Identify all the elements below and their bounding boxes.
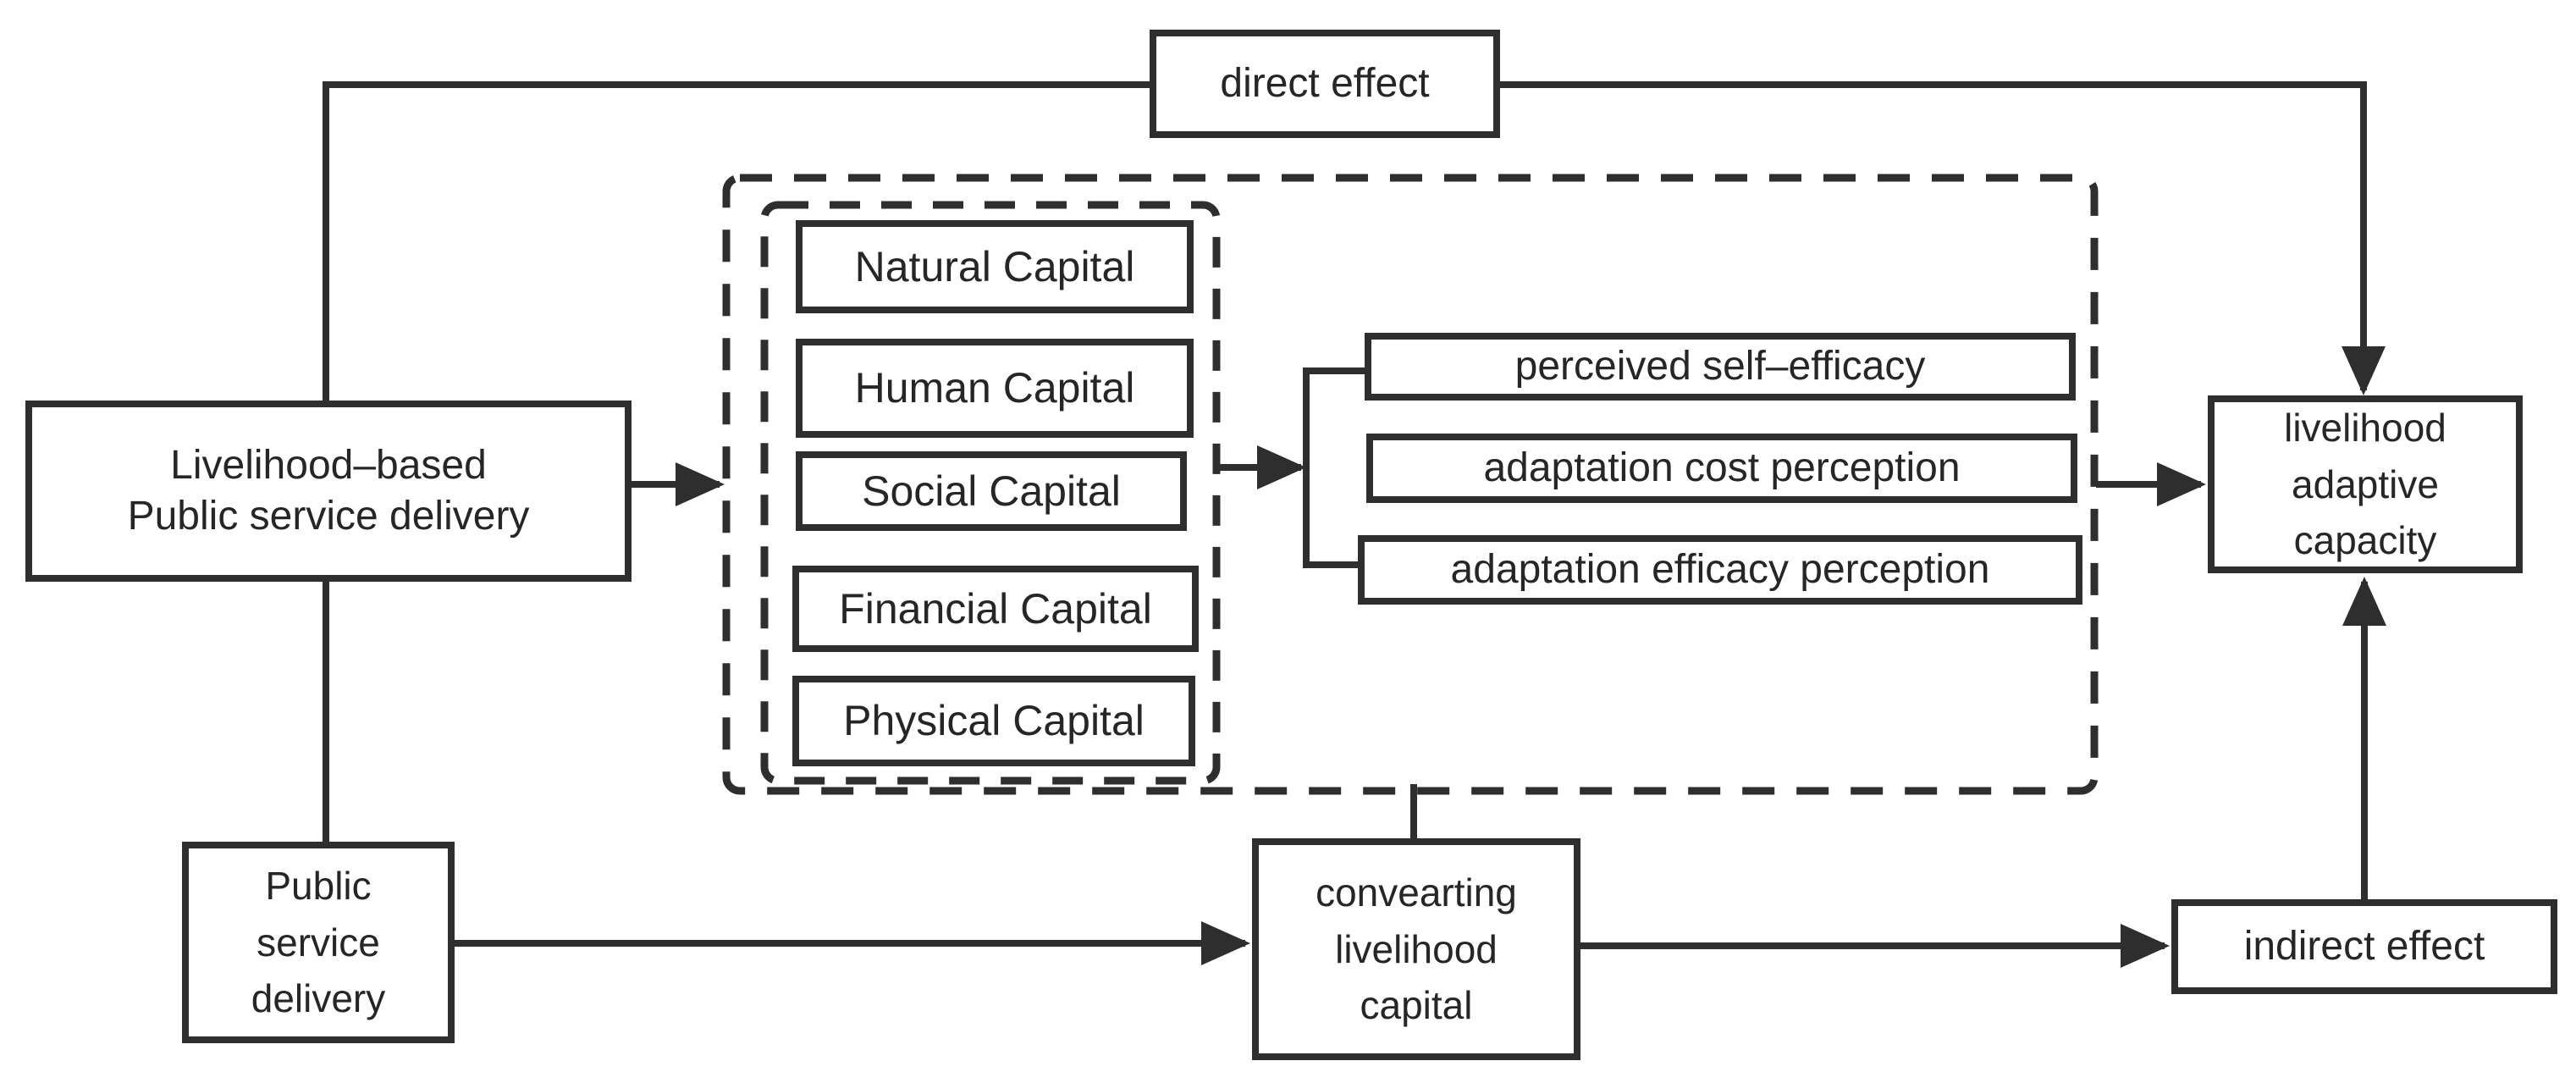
livelihood-psd-line2: Public service delivery [127,494,530,539]
public-service-delivery-box: Public service delivery [182,842,455,1043]
perceptions-bracket [1303,367,1365,568]
indirect-effect-label: indirect effect [2243,924,2485,969]
human-capital-box: Human Capital [796,339,1194,438]
natural-capital-label: Natural Capital [854,242,1135,290]
livelihood-adaptive-capacity-box: livelihood adaptive capacity [2208,395,2523,573]
perceived-self-efficacy-box: perceived self–efficacy [1365,333,2076,401]
direct-effect-label: direct effect [1220,61,1430,106]
physical-capital-box: Physical Capital [792,676,1195,766]
outer-dashed-frame [722,174,2099,795]
financial-capital-box: Financial Capital [792,566,1199,652]
social-capital-label: Social Capital [862,467,1121,515]
converting-capital-line2: livelihood [1335,926,1498,971]
public-service-line2: service [256,920,380,964]
perceived-self-efficacy-label: perceived self–efficacy [1514,344,1926,389]
adaptive-capacity-line3: capacity [2293,518,2437,563]
natural-capital-box: Natural Capital [796,220,1194,313]
livelihood-based-psd-box: Livelihood–based Public service delivery [25,401,632,582]
public-service-line3: delivery [251,976,386,1021]
livelihood-psd-line1: Livelihood–based [170,443,487,488]
converting-capital-line3: capital [1360,983,1473,1028]
adaptation-cost-perception-label: adaptation cost perception [1483,445,1961,490]
converting-livelihood-capital-box: convearting livelihood capital [1252,838,1580,1060]
public-service-line1: Public [265,863,372,908]
connector-direct-effect-to-adaptive-capacity [1500,81,2386,395]
direct-effect-label-box: direct effect [1150,30,1500,138]
capitals-dashed-frame [760,201,1221,785]
physical-capital-label: Physical Capital [843,697,1145,745]
adaptation-efficacy-perception-label: adaptation efficacy perception [1450,547,1990,592]
adaptation-cost-perception-box: adaptation cost perception [1366,434,2077,503]
social-capital-box: Social Capital [796,451,1187,531]
human-capital-label: Human Capital [854,364,1135,412]
adaptive-capacity-line2: adaptive [2292,461,2439,506]
converting-capital-line1: convearting [1316,870,1517,915]
financial-capital-label: Financial Capital [839,584,1152,633]
indirect-effect-label-box: indirect effect [2171,899,2557,994]
adaptive-capacity-line1: livelihood [2284,405,2446,450]
adaptation-efficacy-perception-box: adaptation efficacy perception [1358,535,2082,605]
